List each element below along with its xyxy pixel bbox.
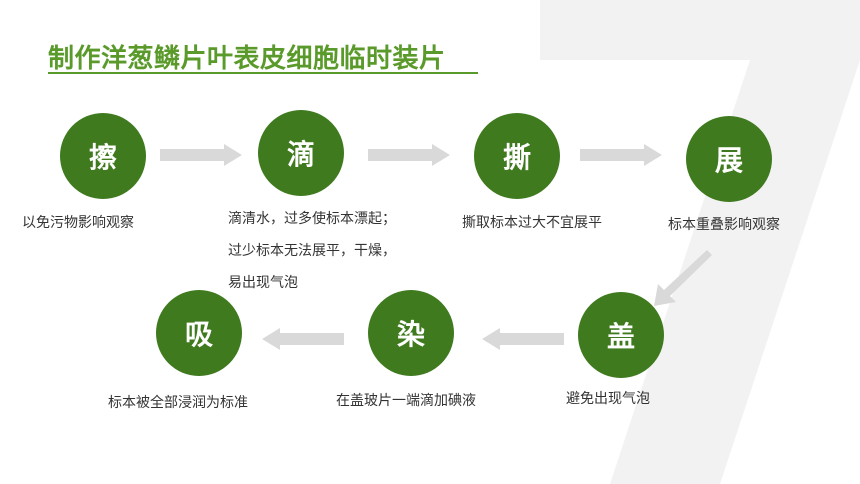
arrow-down-left [652,248,712,308]
step-desc-ran: 在盖玻片一端滴加碘液 [336,393,476,409]
arrow-left-1 [482,328,564,350]
background-seven-shape [540,0,860,484]
step-desc-xi: 标本被全部浸润为标准 [108,395,248,411]
arrow-right-2 [368,144,450,166]
step-circle-ca: 擦 [60,113,146,199]
step-circle-zhan: 展 [686,116,772,202]
step-desc-ca: 以免污物影响观察 [22,215,134,231]
step-desc-di-line-2: 过少标本无法展平，干燥， [228,243,396,259]
step-desc-di-line-1: 滴清水，过多使标本漂起； [228,211,396,227]
step-desc-zhan: 标本重叠影响观察 [668,217,780,233]
step-circle-xi: 吸 [156,290,242,376]
arrow-right-1 [160,144,242,166]
step-circle-gai: 盖 [578,292,664,378]
step-desc-di-line-3: 易出现气泡 [228,275,298,291]
page-title: 制作洋葱鳞片叶表皮细胞临时装片 [48,44,446,74]
step-circle-si: 撕 [474,113,560,199]
arrow-left-2 [262,328,344,350]
arrow-right-3 [580,144,662,166]
step-circle-di: 滴 [258,110,344,196]
step-desc-gai: 避免出现气泡 [566,391,650,407]
step-circle-ran: 染 [368,290,454,376]
title-underline [48,72,478,74]
step-desc-si: 撕取标本过大不宜展平 [462,215,602,231]
